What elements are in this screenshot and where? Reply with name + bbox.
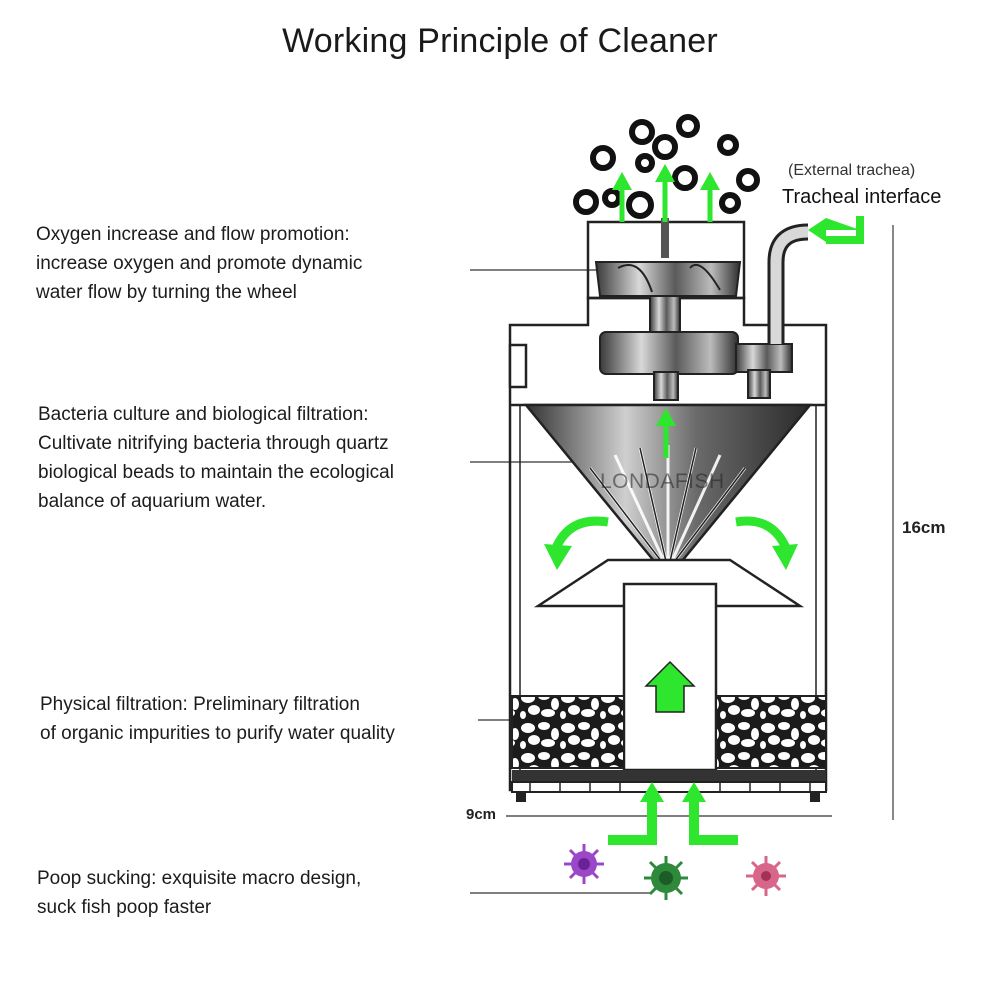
tracheal-interface-label: Tracheal interface [782, 186, 942, 208]
bubble-icon [652, 134, 678, 160]
bacteria-icon [564, 844, 604, 884]
bubble-icon [635, 153, 655, 173]
bacteria-icon [746, 856, 786, 896]
bubble-icon [590, 145, 616, 171]
label-line: Cultivate nitrifying bacteria through qu… [38, 433, 389, 454]
flow-arrow-icon [612, 172, 632, 222]
base-grate [511, 770, 827, 802]
label-oxygen-increase: Oxygen increase and flow promotion: incr… [36, 220, 476, 307]
page-title: Working Principle of Cleaner [282, 22, 718, 60]
bubble-icon [602, 188, 622, 208]
trachea-tube [767, 223, 809, 344]
bubble-icon [717, 134, 739, 156]
turbine-wheel [594, 218, 742, 333]
label-line: Physical filtration: Preliminary filtrat… [40, 694, 360, 715]
bubble-icon [626, 191, 654, 219]
watermark: LONDAFISH [600, 470, 725, 493]
gravel-bed-right [715, 695, 827, 769]
bubble-icon [719, 192, 741, 214]
gravel-bed-left [511, 695, 625, 769]
flow-arrow-icon [735, 516, 791, 550]
bubble-icon [736, 168, 760, 192]
flow-arrow-icon [682, 782, 706, 802]
bubble-icon [676, 114, 700, 138]
flow-arrow-icon [551, 516, 609, 550]
bubble-icons [573, 114, 760, 219]
bubble-icon [573, 189, 599, 215]
label-line: biological beads to maintain the ecologi… [38, 462, 394, 483]
width-dimension-label: 9cm [466, 806, 497, 823]
label-line: increase oxygen and promote dynamic [36, 253, 363, 274]
label-physical-filtration: Physical filtration: Preliminary filtrat… [40, 690, 490, 748]
label-poop-sucking: Poop sucking: exquisite macro design, su… [37, 864, 457, 922]
filter-cone [523, 403, 813, 580]
external-trachea-label: (External trachea) [788, 162, 916, 179]
flow-arrow-icon [700, 172, 720, 222]
bubble-icon [629, 119, 655, 145]
flow-arrow-icon [808, 216, 864, 244]
height-dimension-label: 16cm [902, 518, 946, 537]
label-line: Oxygen increase and flow promotion: [36, 224, 350, 245]
flow-arrow-icon [772, 544, 798, 570]
label-line: suck fish poop faster [37, 897, 212, 918]
bubble-icon [672, 165, 698, 191]
label-line: balance of aquarium water. [38, 491, 267, 512]
label-line: Bacteria culture and biological filtrati… [38, 404, 369, 425]
label-line: water flow by turning the wheel [36, 282, 297, 303]
label-bacteria-culture: Bacteria culture and biological filtrati… [38, 400, 488, 516]
flow-arrow-icon [544, 544, 572, 570]
flow-arrows [544, 164, 864, 845]
label-line: Poop sucking: exquisite macro design, [37, 868, 362, 889]
flow-arrow-icon [640, 782, 664, 802]
flow-arrow-icon [656, 408, 676, 458]
label-line: of organic impurities to purify water qu… [40, 723, 395, 744]
motor-disc [599, 331, 793, 401]
flow-arrow-icon [644, 660, 696, 713]
bacteria-icon [644, 856, 688, 900]
flow-arrow-icon [608, 800, 657, 845]
flow-arrow-icon [689, 800, 738, 845]
flow-arrow-icon [655, 164, 675, 222]
